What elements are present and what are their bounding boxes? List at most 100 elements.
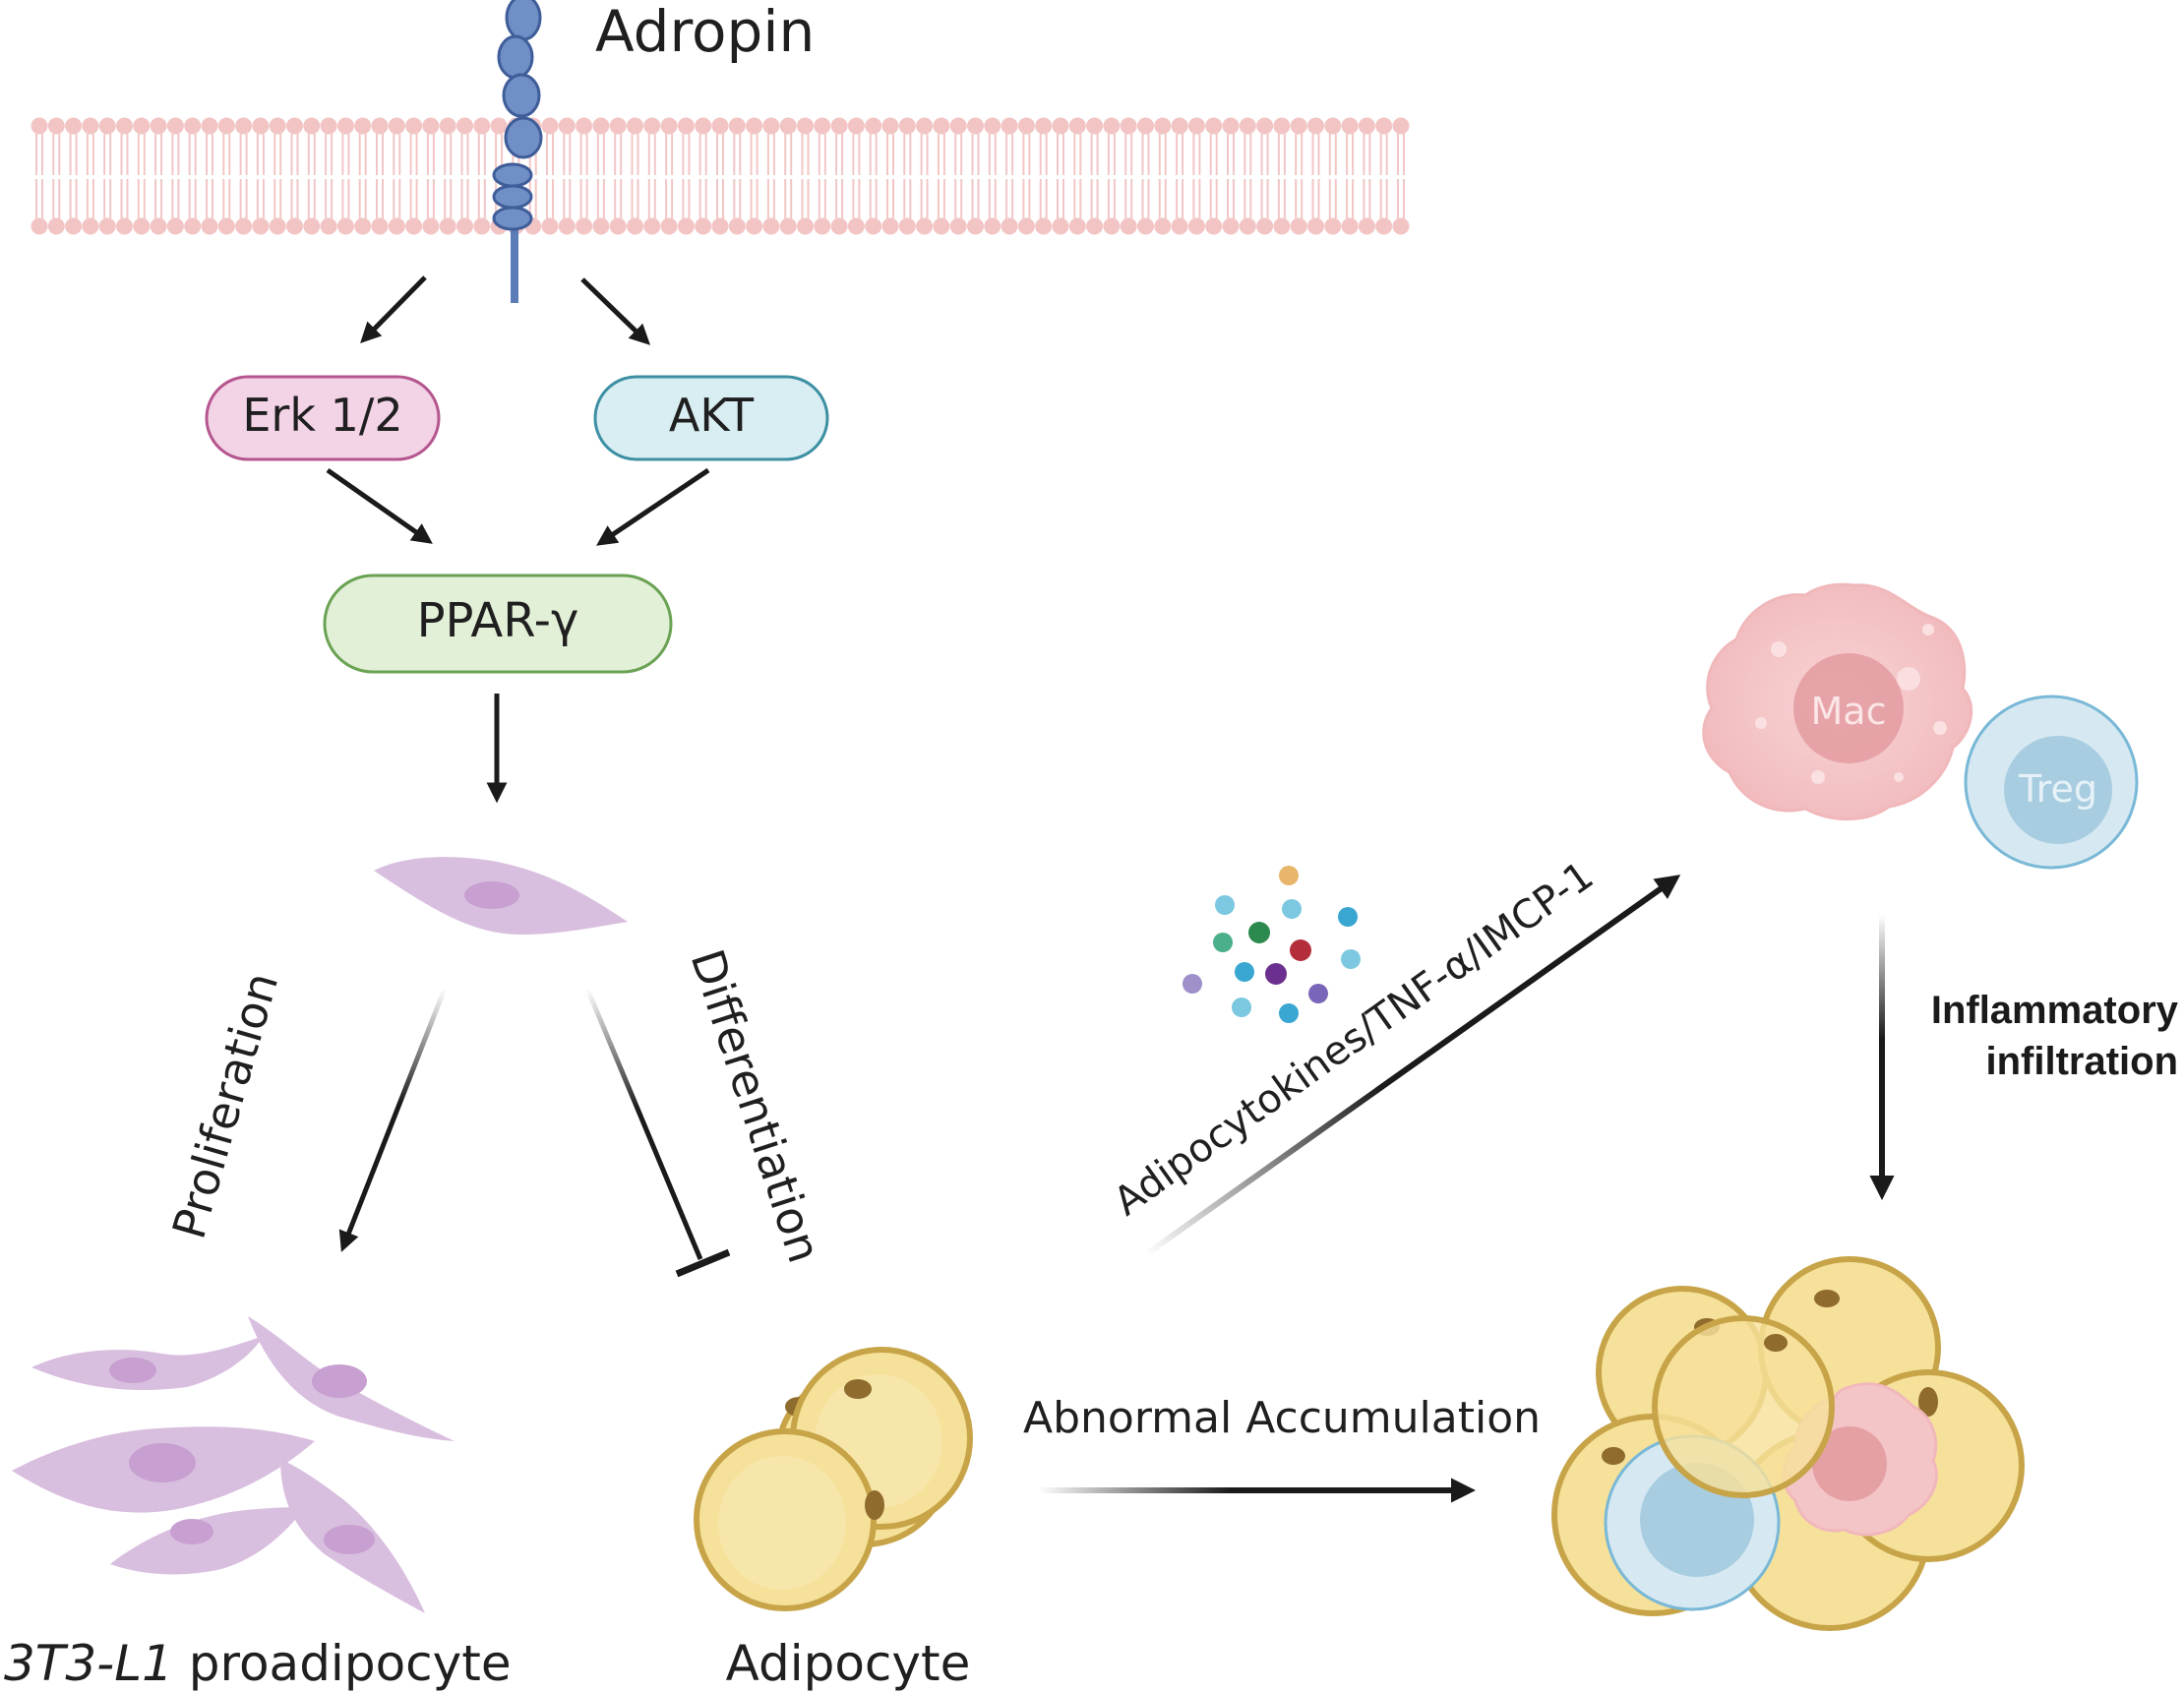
lipid-tail bbox=[409, 134, 418, 175]
lipid-head bbox=[166, 217, 184, 235]
lipid-tail bbox=[835, 134, 844, 175]
lipid-tail bbox=[665, 134, 674, 175]
lipid-head bbox=[1256, 117, 1274, 135]
proadipocyte-label: 3T3-L1 proadipocyte bbox=[4, 1635, 512, 1692]
lipid-tail bbox=[954, 179, 963, 218]
lipid-tail bbox=[733, 179, 742, 218]
lipid-head bbox=[1290, 117, 1307, 135]
akt-node: AKT bbox=[593, 375, 829, 461]
lipid-head bbox=[456, 117, 473, 135]
lipid-head bbox=[881, 117, 899, 135]
lipid-head bbox=[269, 217, 286, 235]
lipid-tail bbox=[1073, 134, 1082, 175]
adropin-label: Adropin bbox=[595, 0, 815, 65]
adropin-receptor bbox=[492, 0, 543, 303]
lipid-tail bbox=[1244, 134, 1252, 175]
lipid-head bbox=[1375, 117, 1393, 135]
lipid-head bbox=[609, 117, 627, 135]
lipid-tail bbox=[460, 134, 469, 175]
lipid-head bbox=[82, 117, 99, 135]
lipid-tail bbox=[1073, 179, 1082, 218]
lipid-tail bbox=[206, 179, 213, 218]
lipid-tail bbox=[239, 134, 248, 175]
lipid-tail bbox=[614, 179, 623, 218]
lipid-tail bbox=[631, 134, 639, 175]
lipid-head bbox=[405, 217, 423, 235]
lipid-head bbox=[797, 117, 814, 135]
lipid-head bbox=[1001, 117, 1018, 135]
lipid-head bbox=[728, 217, 746, 235]
preadipocyte-cell bbox=[374, 857, 628, 935]
lipid-head bbox=[82, 217, 99, 235]
lipid-tail bbox=[256, 134, 265, 175]
adipocyte-label: Adipocyte bbox=[726, 1635, 971, 1692]
lipid-tail bbox=[171, 179, 180, 218]
lipid-head bbox=[865, 117, 882, 135]
lipid-tail bbox=[1158, 179, 1167, 218]
lipid-head bbox=[660, 217, 678, 235]
lipid-head bbox=[1358, 117, 1375, 135]
lipid-head bbox=[847, 217, 865, 235]
lipid-tail bbox=[154, 134, 163, 175]
inflamed-adipose-tissue bbox=[1551, 1256, 2025, 1631]
lipid-tail bbox=[1057, 134, 1064, 175]
lipid-head bbox=[865, 217, 882, 235]
lipid-head bbox=[1290, 217, 1307, 235]
lipid-tail bbox=[273, 134, 282, 175]
lipid-tail bbox=[256, 179, 265, 218]
lipid-tail bbox=[818, 179, 826, 218]
lipid-tail bbox=[376, 179, 384, 218]
lipid-head bbox=[65, 217, 83, 235]
lipid-head bbox=[1222, 117, 1240, 135]
lipid-head bbox=[150, 217, 167, 235]
treg-label: Treg bbox=[2018, 767, 2097, 811]
lipid-head bbox=[1307, 117, 1324, 135]
lipid-head bbox=[1256, 217, 1274, 235]
lipid-tail bbox=[206, 134, 213, 175]
lipid-head bbox=[286, 217, 303, 235]
lipid-tail bbox=[563, 179, 572, 218]
lipid-tail bbox=[426, 179, 435, 218]
lipid-tail bbox=[222, 134, 231, 175]
lipid-tail bbox=[631, 179, 639, 218]
lipid-tail bbox=[137, 134, 146, 175]
lipid-tail bbox=[1022, 134, 1031, 175]
lipid-head bbox=[898, 217, 916, 235]
lipid-tail bbox=[579, 134, 588, 175]
lipid-tail bbox=[988, 179, 997, 218]
lipid-tail bbox=[273, 179, 282, 218]
lipid-tail bbox=[784, 134, 793, 175]
lipid-tail bbox=[716, 179, 724, 218]
lipid-head bbox=[65, 117, 83, 135]
lipid-head bbox=[592, 117, 610, 135]
lipid-tail bbox=[1311, 179, 1320, 218]
lipid-tail bbox=[1005, 134, 1014, 175]
lipid-tail bbox=[698, 134, 707, 175]
lipid-tail bbox=[325, 134, 334, 175]
lipid-head bbox=[1017, 217, 1035, 235]
lipid-tail bbox=[1346, 134, 1355, 175]
lipid-tail bbox=[1363, 179, 1371, 218]
lipid-head bbox=[762, 117, 780, 135]
lipid-tail bbox=[171, 134, 180, 175]
lipid-head bbox=[371, 117, 389, 135]
lipid-head bbox=[1392, 117, 1410, 135]
lipid-tail bbox=[750, 179, 758, 218]
lipid-tail bbox=[52, 179, 61, 218]
lipid-head bbox=[1052, 117, 1069, 135]
lipid-head bbox=[1187, 117, 1205, 135]
lipid-head bbox=[1017, 117, 1035, 135]
lipid-head bbox=[711, 117, 729, 135]
lipid-tail bbox=[1124, 179, 1133, 218]
lipid-head bbox=[133, 217, 151, 235]
lipid-tail bbox=[801, 179, 810, 218]
lipid-tail bbox=[1260, 179, 1269, 218]
adipocyte-cluster bbox=[694, 1347, 973, 1611]
lipid-head bbox=[473, 217, 491, 235]
cytokine-particles bbox=[1183, 866, 1361, 1023]
lipid-tail bbox=[103, 179, 112, 218]
lipid-tail bbox=[1192, 134, 1201, 175]
lipid-tail bbox=[920, 134, 929, 175]
lipid-head bbox=[1001, 217, 1018, 235]
lipid-tail bbox=[120, 179, 129, 218]
